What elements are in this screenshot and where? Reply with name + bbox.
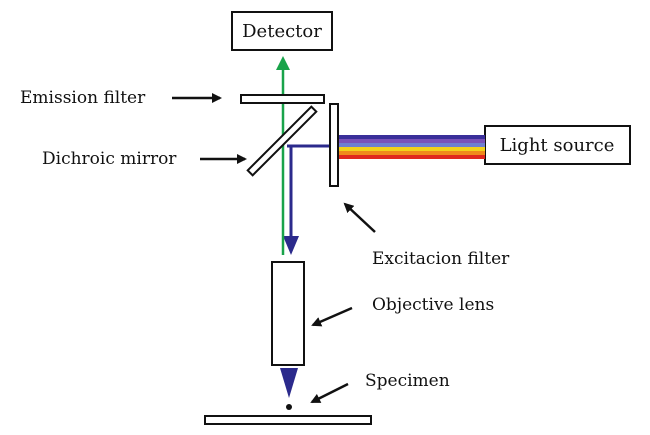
specimen-pointer-arrow <box>310 382 349 404</box>
light-source-label: Light source <box>500 135 615 156</box>
excitation-beam <box>283 144 330 255</box>
spectrum-band <box>338 155 485 159</box>
detector-box: Detector <box>231 11 333 51</box>
dichroic-mirror <box>246 105 318 177</box>
detector-label: Detector <box>242 21 322 42</box>
spectrum-band <box>338 143 485 147</box>
focus-cone <box>280 368 298 398</box>
excitation-filter-label: Excitacion filter <box>372 249 510 269</box>
emission-beam <box>276 56 290 255</box>
objective-lens-label: Objective lens <box>372 295 494 315</box>
spectrum-band <box>338 147 485 151</box>
emission-filter-label: Emission filter <box>20 88 146 108</box>
excitation-filter-pointer-arrow <box>343 202 376 233</box>
specimen-stage <box>204 415 372 425</box>
dichroic-mirror-label: Dichroic mirror <box>42 149 177 169</box>
objective-lens-pointer-arrow <box>311 306 353 327</box>
spectrum-beam <box>338 135 485 159</box>
spectrum-band <box>338 139 485 143</box>
objective-lens <box>271 261 305 366</box>
light-source-box: Light source <box>484 125 631 165</box>
excitation-filter <box>329 103 339 187</box>
specimen-label: Specimen <box>365 371 450 391</box>
spectrum-band <box>338 135 485 139</box>
emission-filter <box>240 94 325 104</box>
specimen-dot <box>286 404 292 410</box>
spectrum-band <box>338 151 485 155</box>
